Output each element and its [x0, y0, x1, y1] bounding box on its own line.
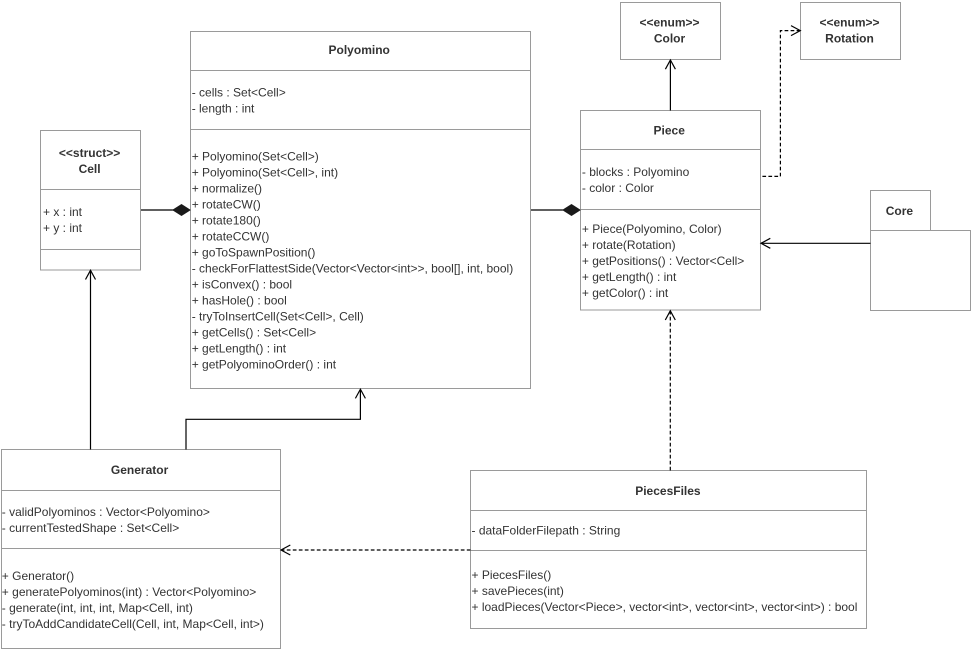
- svg-text:- checkForFlattestSide(Vector<: - checkForFlattestSide(Vector<Vector<int…: [192, 262, 514, 276]
- svg-text:Polyomino: Polyomino: [329, 43, 390, 57]
- svg-text:+ isConvex() : bool: + isConvex() : bool: [192, 278, 292, 292]
- svg-text:PiecesFiles: PiecesFiles: [635, 484, 701, 498]
- svg-text:- length : int: - length : int: [192, 101, 255, 115]
- svg-text:+ Polyomino(Set<Cell>, int): + Polyomino(Set<Cell>, int): [192, 166, 338, 180]
- svg-text:- generate(int, int, int, Map<: - generate(int, int, int, Map<Cell, int): [2, 601, 193, 615]
- svg-text:Core: Core: [886, 204, 914, 218]
- svg-text:+ Piece(Polyomino, Color): + Piece(Polyomino, Color): [582, 222, 722, 236]
- svg-text:Color: Color: [654, 31, 686, 45]
- svg-text:+ generatePolyominos(int) : Ve: + generatePolyominos(int) : Vector<Polyo…: [2, 585, 256, 599]
- svg-text:- currentTestedShape : Set<Cel: - currentTestedShape : Set<Cell>: [2, 521, 179, 535]
- svg-text:+ getPolyominoOrder() : int: + getPolyominoOrder() : int: [192, 358, 337, 372]
- svg-text:+ Generator(): + Generator(): [2, 569, 74, 583]
- svg-text:+ rotate(Rotation): + rotate(Rotation): [582, 238, 676, 252]
- svg-text:+ rotateCW(): + rotateCW(): [192, 198, 261, 212]
- svg-text:- tryToInsertCell(Set<Cell>, C: - tryToInsertCell(Set<Cell>, Cell): [192, 310, 364, 324]
- svg-text:Rotation: Rotation: [825, 31, 874, 45]
- svg-text:+ getLength() : int: + getLength() : int: [582, 270, 677, 284]
- svg-text:+ getColor() : int: + getColor() : int: [582, 286, 669, 300]
- svg-text:<<enum>>: <<enum>>: [639, 15, 699, 29]
- svg-text:- validPolyominos : Vector<Pol: - validPolyominos : Vector<Polyomino>: [2, 505, 210, 519]
- svg-text:+ hasHole() : bool: + hasHole() : bool: [192, 294, 287, 308]
- svg-text:+ y : int: + y : int: [43, 221, 83, 235]
- svg-text:- dataFolderFilepath : String: - dataFolderFilepath : String: [472, 523, 621, 537]
- svg-text:+ normalize(): + normalize(): [192, 182, 262, 196]
- svg-text:Piece: Piece: [654, 124, 686, 138]
- svg-text:Cell: Cell: [79, 162, 101, 176]
- svg-text:Generator: Generator: [111, 463, 169, 477]
- svg-text:+ loadPieces(Vector<Piece>, ve: + loadPieces(Vector<Piece>, vector<int>,…: [472, 600, 858, 614]
- svg-text:- color : Color: - color : Color: [582, 181, 654, 195]
- svg-text:+ savePieces(int): + savePieces(int): [472, 584, 564, 598]
- svg-text:+ getCells() : Set<Cell>: + getCells() : Set<Cell>: [192, 326, 316, 340]
- svg-text:- blocks : Polyomino: - blocks : Polyomino: [582, 165, 690, 179]
- svg-text:+ goToSpawnPosition(): + goToSpawnPosition(): [192, 246, 316, 260]
- svg-text:<<struct>>: <<struct>>: [59, 146, 120, 160]
- svg-text:+ Polyomino(Set<Cell>): + Polyomino(Set<Cell>): [192, 150, 319, 164]
- svg-text:+ getPositions() : Vector<Cell: + getPositions() : Vector<Cell>: [582, 254, 744, 268]
- svg-text:- cells : Set<Cell>: - cells : Set<Cell>: [192, 85, 286, 99]
- svg-text:- tryToAddCandidateCell(Cell,: - tryToAddCandidateCell(Cell, int, Map<C…: [2, 617, 264, 631]
- svg-text:+ getLength() : int: + getLength() : int: [192, 342, 287, 356]
- svg-text:+ PiecesFiles(): + PiecesFiles(): [472, 568, 552, 582]
- svg-text:+ x : int: + x : int: [43, 205, 83, 219]
- svg-text:+ rotate180(): + rotate180(): [192, 214, 261, 228]
- svg-text:+ rotateCCW(): + rotateCCW(): [192, 230, 270, 244]
- svg-text:<<enum>>: <<enum>>: [819, 15, 879, 29]
